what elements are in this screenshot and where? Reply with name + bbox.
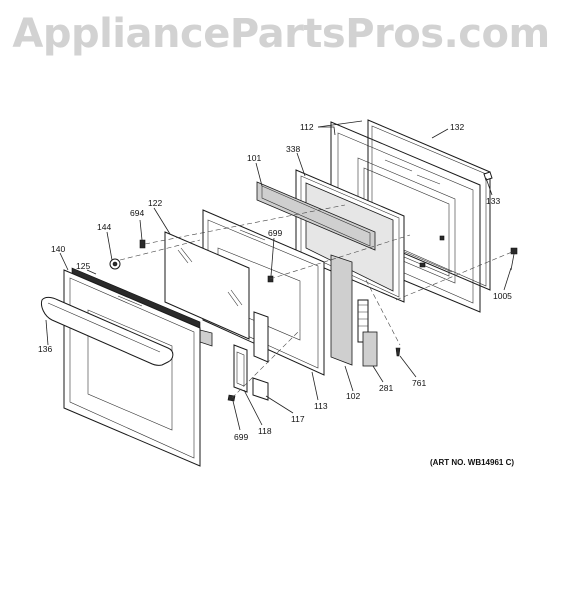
callout-117: 117 [291,414,305,424]
part-118-bracket [233,344,248,393]
callout-125: 125 [76,261,90,271]
part-133-clip [483,171,493,181]
part-761-screw [395,347,401,357]
part-1005-screw [510,247,518,271]
callout-112: 112 [300,122,314,132]
callout-144: 144 [97,222,111,232]
callout-1005: 1005 [493,291,512,301]
part-117-bracket [252,311,269,401]
part-144-nut [109,258,121,270]
part-122-glass [164,231,250,340]
callout-101: 101 [247,153,261,163]
leader-lines [45,120,512,431]
part-102-panel [330,254,353,366]
callout-136: 136 [38,344,52,354]
callout-102: 102 [346,391,360,401]
callout-761: 761 [412,378,426,388]
part-101-insulation [256,181,376,251]
callout-132: 132 [450,122,464,132]
watermark: AppliancePartsPros.com [12,11,550,57]
callout-122: 122 [148,198,162,208]
callout-694: 694 [130,208,144,218]
callout-labels: 112 132 338 101 133 122 694 699 144 140 … [38,122,512,442]
callout-140: 140 [51,244,65,254]
callout-113: 113 [314,401,328,411]
callout-338: 338 [286,144,300,154]
callout-118: 118 [258,426,272,436]
callout-699-upper: 699 [268,228,282,238]
callout-133: 133 [486,196,500,206]
part-694-screw [139,239,146,249]
part-281-hinge [357,299,378,367]
part-136-handle [41,296,174,366]
callout-281: 281 [379,383,393,393]
assembly-lines [119,204,513,399]
art-number: (ART NO. WB14961 C) [430,458,514,467]
callout-699-lower: 699 [234,432,248,442]
part-132-gasket [367,119,491,291]
